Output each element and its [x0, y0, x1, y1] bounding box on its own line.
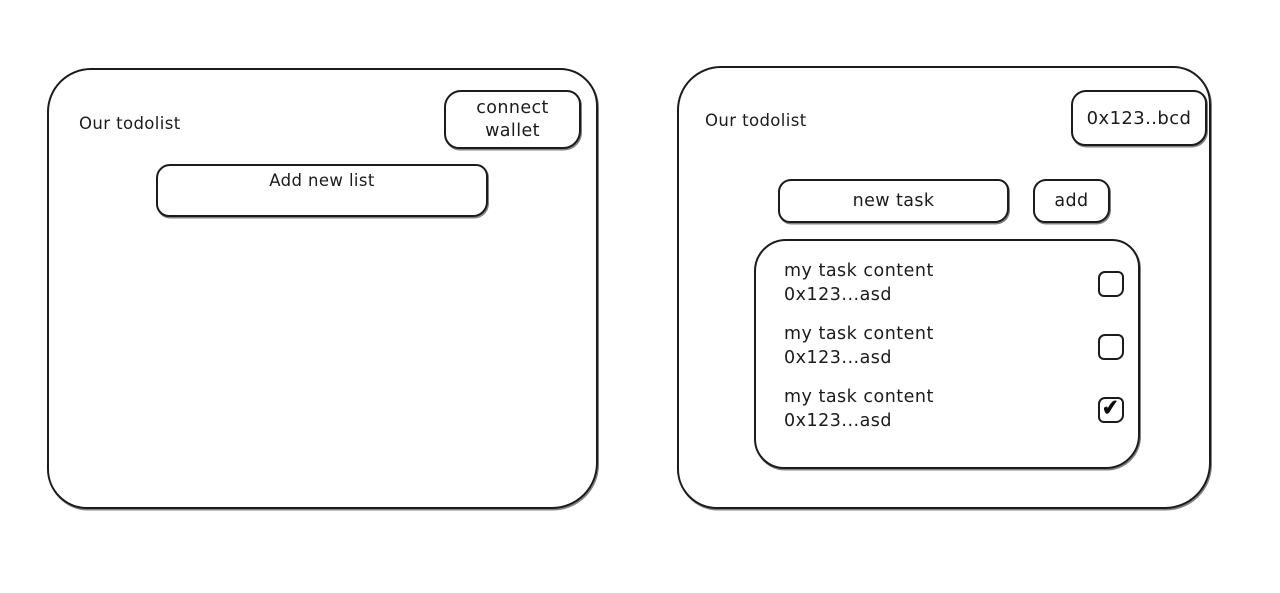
add-new-list-button[interactable]: Add new list: [156, 164, 488, 217]
add-task-button[interactable]: add: [1033, 179, 1110, 223]
task-row: my task content 0x123...asd: [784, 260, 1124, 307]
task-address: 0x123...asd: [784, 347, 893, 368]
new-task-input[interactable]: new task: [778, 179, 1009, 223]
task-text: my task content 0x123...asd: [784, 386, 934, 433]
task-text: my task content 0x123...asd: [784, 260, 934, 307]
task-row: my task content 0x123...asd: [784, 323, 1124, 370]
connect-wallet-button[interactable]: connect wallet: [444, 90, 581, 149]
task-checkbox-unchecked[interactable]: [1098, 333, 1124, 360]
task-row: my task content 0x123...asd ✔: [784, 386, 1124, 433]
task-checkbox-checked[interactable]: ✔: [1098, 394, 1124, 423]
task-text: my task content 0x123...asd: [784, 323, 934, 370]
task-content: my task content: [784, 387, 934, 407]
todolist-panel-connected: Our todolist 0x123..bcd new task add my …: [677, 66, 1211, 509]
task-checkbox-unchecked[interactable]: [1098, 270, 1124, 297]
page-title: Our todolist: [79, 114, 181, 133]
task-content: my task content: [784, 324, 934, 344]
page-title: Our todolist: [705, 111, 807, 130]
task-address: 0x123...asd: [784, 410, 893, 431]
task-address: 0x123...asd: [784, 284, 893, 305]
todolist-panel-disconnected: Our todolist connect wallet Add new list: [47, 68, 598, 509]
task-content: my task content: [784, 261, 934, 281]
task-list: my task content 0x123...asd my task cont…: [754, 239, 1140, 469]
checkmark-icon: ✔: [1100, 394, 1121, 421]
wallet-address-button[interactable]: 0x123..bcd: [1071, 90, 1207, 146]
